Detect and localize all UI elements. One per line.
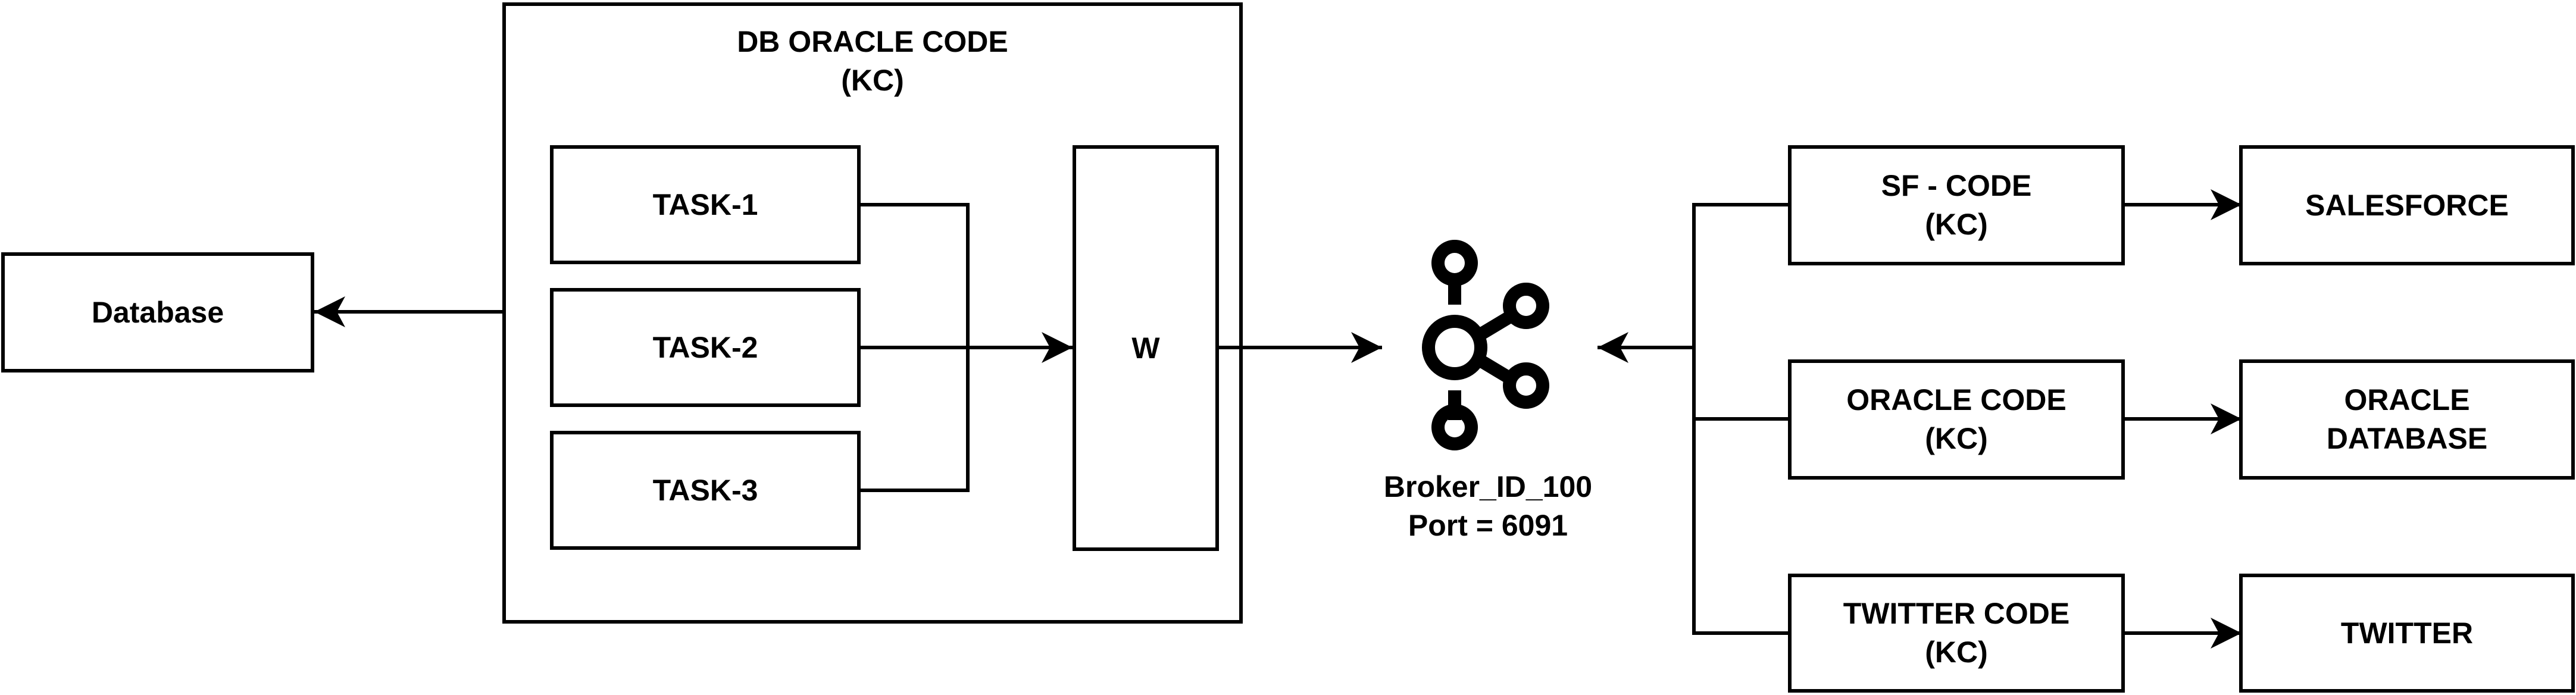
source-system-box: SALESFORCE — [2239, 145, 2575, 265]
kafka-icon — [1422, 240, 1549, 450]
source-connector-name: SF - CODE — [1881, 169, 2032, 202]
source-connector-type: (KC) — [1925, 635, 1988, 669]
database-label: Database — [91, 295, 224, 329]
connector-title: DB ORACLE CODE — [737, 25, 1008, 58]
source-connector-box: SF - CODE (KC) — [1788, 145, 2125, 265]
broker-port: Port = 6091 — [1408, 509, 1568, 542]
broker-id: Broker_ID_100 — [1383, 470, 1593, 503]
task-label: TASK-2 — [652, 330, 758, 364]
task-box: TASK-2 — [550, 288, 861, 407]
task-label: TASK-1 — [652, 187, 758, 221]
source-system-label: SALESFORCE — [2305, 188, 2509, 222]
source-system-label-line2: DATABASE — [2326, 422, 2488, 455]
source-connector-type: (KC) — [1925, 208, 1988, 241]
connector-subtitle: (KC) — [841, 64, 904, 97]
source-system-label: TWITTER — [2340, 616, 2474, 650]
source-connector-name: TWITTER CODE — [1843, 597, 2070, 630]
database-box: Database — [1, 252, 314, 372]
task-label: TASK-3 — [652, 473, 758, 507]
task-box: TASK-1 — [550, 145, 861, 264]
db-oracle-connector-box: DB ORACLE CODE (KC) — [502, 2, 1243, 624]
source-connector-name: ORACLE CODE — [1846, 383, 2067, 417]
worker-label: W — [1131, 331, 1160, 365]
broker-label: Broker_ID_100 Port = 6091 — [1339, 468, 1637, 545]
source-connector-type: (KC) — [1925, 422, 1988, 455]
worker-box: W — [1073, 145, 1219, 551]
source-connector-box: ORACLE CODE (KC) — [1788, 359, 2125, 480]
task-box: TASK-3 — [550, 431, 861, 550]
source-system-box: TWITTER — [2239, 574, 2575, 693]
source-system-label: ORACLE — [2344, 383, 2470, 417]
source-system-box: ORACLE DATABASE — [2239, 359, 2575, 480]
source-connector-box: TWITTER CODE (KC) — [1788, 574, 2125, 693]
